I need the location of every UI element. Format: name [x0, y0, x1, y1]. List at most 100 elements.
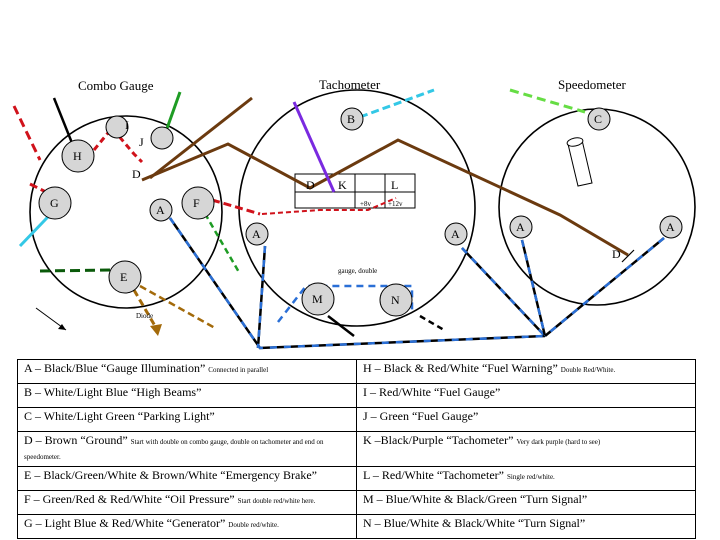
legend-note: Start double red/white here.: [237, 497, 316, 505]
legend-cell: K –Black/Purple “Tachometer” Very dark p…: [356, 431, 696, 467]
terminal-i: [105, 115, 129, 139]
brake-brown-wire: [139, 284, 216, 330]
label-n: N: [391, 293, 400, 307]
legend-row: B – White/Light Blue “High Beams” I – Re…: [17, 383, 696, 408]
terminal-a-speedo-right: [659, 215, 683, 239]
label-m: M: [312, 292, 323, 306]
illumination-wire-combo-blue: [168, 217, 546, 350]
fuel-warning-black-wire: [52, 97, 76, 149]
fuel-gauge-red-wire: [92, 125, 144, 164]
legend-cell: B – White/Light Blue “High Beams”: [17, 383, 357, 408]
speedometer-outline: [498, 108, 696, 306]
orientation-arrow-head-icon: [58, 324, 66, 330]
label-a-speedo-left: A: [516, 220, 525, 234]
terminal-j: [150, 126, 174, 150]
tach-box-label-d: D: [306, 178, 315, 192]
diode-label: Diode: [136, 312, 153, 320]
tach-box-label-12v: +12v: [388, 200, 403, 208]
ground-wire-d-stub: [149, 96, 253, 180]
legend-cell: L – Red/White “Tachometer” Single red/wh…: [356, 466, 696, 491]
label-a-combo: A: [156, 203, 165, 217]
legend-row: A – Black/Blue “Gauge Illumination” Conn…: [17, 359, 696, 384]
diode-arrow-icon: [150, 324, 162, 336]
gauge-double-note: gauge, double: [338, 267, 377, 275]
terminal-m: [301, 282, 335, 316]
terminal-g: [38, 186, 72, 220]
turn-signal-n-black-white-wire: [419, 314, 445, 332]
terminal-h: [61, 139, 95, 173]
label-a-speedo-right: A: [666, 220, 675, 234]
label-d-combo: D: [132, 167, 141, 181]
label-c: C: [594, 112, 602, 126]
legend-note: Connected in parallel: [208, 366, 269, 374]
terminal-c: [587, 107, 611, 131]
legend-note: Double Red/White.: [560, 366, 616, 374]
illumination-wire-combo: [168, 217, 546, 350]
tach-red-wire-l: [261, 197, 397, 215]
terminal-a-combo: [149, 198, 173, 222]
legend-cell: J – Green “Fuel Gauge”: [356, 407, 696, 432]
high-beam-wire-b: [359, 88, 435, 119]
legend-cell: N – Blue/White & Black/White “Turn Signa…: [356, 514, 696, 539]
legend-cell: C – White/Light Green “Parking Light”: [17, 407, 357, 432]
speedometer-title: Speedometer: [558, 77, 626, 92]
terminal-a-tach-left: [245, 222, 269, 246]
oil-pressure-red-wire: [211, 198, 261, 216]
legend-entry: E – Black/Green/White & Brown/White “Eme…: [24, 468, 318, 482]
legend-entry: J – Green “Fuel Gauge”: [363, 409, 479, 423]
label-e: E: [120, 270, 127, 284]
legend-cell: D – Brown “Ground” Start with double on …: [17, 431, 357, 467]
illumination-wire-tach-right-blue: [461, 247, 546, 337]
legend-cell: E – Black/Green/White & Brown/White “Eme…: [17, 466, 357, 491]
legend-entry: I – Red/White “Fuel Gauge”: [363, 385, 501, 399]
terminal-a-tach-right: [444, 222, 468, 246]
legend-row: C – White/Light Green “Parking Light” J …: [17, 407, 696, 432]
legend-row: E – Black/Green/White & Brown/White “Eme…: [17, 466, 696, 491]
tachometer-title: Tachometer: [319, 77, 381, 92]
legend-cell: G – Light Blue & Red/White “Generator” D…: [17, 514, 357, 539]
terminal-a-speedo-left: [509, 215, 533, 239]
label-h: H: [73, 149, 82, 163]
illumination-wire-tach-left-blue: [256, 245, 267, 349]
legend-entry: D – Brown “Ground”: [24, 433, 128, 447]
ground-wire-d: [141, 138, 629, 257]
label-f: F: [193, 196, 200, 210]
speedo-d-tick: [621, 249, 635, 263]
legend-cell: I – Red/White “Fuel Gauge”: [356, 383, 696, 408]
turn-signal-blue-wire: [277, 284, 414, 323]
legend-entry: A – Black/Blue “Gauge Illumination”: [24, 361, 206, 375]
illumination-wire-speedo-left-blue: [520, 239, 547, 337]
legend-entry: M – Blue/White & Black/Green “Turn Signa…: [363, 492, 588, 506]
legend-note: Single red/white.: [506, 473, 555, 481]
tach-box-label-l: L: [391, 178, 398, 192]
legend-note: Double red/white.: [228, 521, 279, 529]
legend-entry: N – Blue/White & Black/White “Turn Signa…: [363, 516, 586, 530]
legend-entry: F – Green/Red & Red/White “Oil Pressure”: [24, 492, 235, 506]
legend-cell: M – Blue/White & Black/Green “Turn Signa…: [356, 490, 696, 515]
legend-entry: B – White/Light Blue “High Beams”: [24, 385, 202, 399]
wire-legend-table: A – Black/Blue “Gauge Illumination” Conn…: [17, 359, 696, 539]
legend-note: Very dark purple (hard to see): [516, 438, 601, 446]
parking-light-wire-c: [509, 88, 586, 114]
label-g: G: [50, 196, 59, 210]
label-a-tach-left: A: [252, 227, 261, 241]
label-a-tach-right: A: [451, 227, 460, 241]
turn-signal-m-black-green-wire: [327, 315, 355, 337]
legend-entry: L – Red/White “Tachometer”: [363, 468, 504, 482]
diode-wire: [132, 289, 157, 327]
combo-gauge-title: Combo Gauge: [78, 78, 154, 93]
legend-entry: G – Light Blue & Red/White “Generator”: [24, 516, 226, 530]
terminal-b: [340, 107, 364, 131]
label-b: B: [347, 112, 355, 126]
legend-cell: F – Green/Red & Red/White “Oil Pressure”…: [17, 490, 357, 515]
combo-gauge-outline: [29, 115, 223, 309]
tach-box-label-8v: +8v: [360, 200, 371, 208]
fuel-warning-red-wire: [12, 105, 42, 161]
legend-row: D – Brown “Ground” Start with double on …: [17, 431, 696, 467]
legend-entry: C – White/Light Green “Parking Light”: [24, 409, 215, 423]
legend-row: F – Green/Red & Red/White “Oil Pressure”…: [17, 490, 696, 515]
legend-note: Start with double on combo gauge, double…: [24, 438, 324, 461]
label-j: J: [139, 135, 144, 149]
wiring-diagram: H I J D G A F E B A A M N C A A D D K L …: [12, 88, 696, 350]
